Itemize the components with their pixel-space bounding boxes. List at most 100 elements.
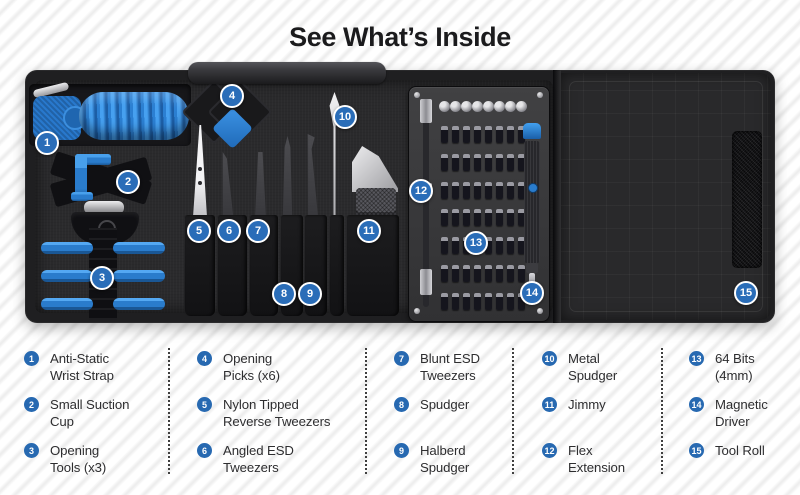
- legend-label: Jimmy: [568, 397, 606, 412]
- opening-tool: [113, 242, 165, 254]
- legend-number-badge: 10: [542, 351, 557, 366]
- bit: [441, 292, 448, 310]
- callout-11: 11: [357, 219, 381, 243]
- legend-number-badge: 8: [394, 397, 409, 412]
- bit: [463, 126, 470, 144]
- legend-number-badge: 9: [394, 443, 409, 458]
- callout-13: 13: [464, 231, 488, 255]
- legend-label: 64 Bits (4mm): [715, 351, 755, 383]
- legend-item-2: 2 Small Suction Cup: [24, 396, 129, 430]
- legend-item-4: 4 Opening Picks (x6): [197, 350, 280, 384]
- flap-stitching: [569, 81, 763, 312]
- opening-tool: [113, 270, 165, 282]
- metal-spudger: [329, 92, 340, 217]
- bit: [485, 264, 492, 282]
- bit: [507, 237, 514, 255]
- legend-number-badge: 6: [197, 443, 212, 458]
- legend-label: Magnetic Driver: [715, 397, 768, 429]
- legend-label: Opening Picks (x6): [223, 351, 280, 383]
- spudger: [282, 136, 293, 217]
- bit: [496, 181, 503, 199]
- bit: [452, 292, 459, 310]
- opening-tool: [41, 270, 93, 282]
- bit: [452, 181, 459, 199]
- callout-15: 15: [734, 281, 758, 305]
- bit: [452, 237, 459, 255]
- callout-4: 4: [220, 84, 244, 108]
- driver-handle: [524, 141, 540, 263]
- bit: [485, 181, 492, 199]
- legend-number-badge: 13: [689, 351, 704, 366]
- small-suction-cup-handle: [75, 154, 87, 200]
- flex-extension-end: [420, 99, 432, 123]
- bit: [463, 209, 470, 227]
- bit-head: [494, 101, 505, 113]
- tweezer-rivet: [198, 167, 202, 171]
- bit: [485, 153, 492, 171]
- bit-tray: [408, 86, 550, 322]
- driver-logo: [528, 183, 538, 193]
- callout-9: 9: [298, 282, 322, 306]
- bit: [463, 264, 470, 282]
- bit: [441, 264, 448, 282]
- bit: [463, 292, 470, 310]
- bit: [474, 153, 481, 171]
- bit: [485, 126, 492, 144]
- jimmy-handle: [356, 188, 396, 220]
- case-fold-seam: [553, 70, 561, 323]
- bit: [507, 126, 514, 144]
- halberd-spudger: [307, 134, 319, 217]
- callout-1: 1: [35, 131, 59, 155]
- angled-esd-tweezers: [222, 152, 234, 217]
- bit: [474, 126, 481, 144]
- callout-14: 14: [520, 281, 544, 305]
- legend-label: Nylon Tipped Reverse Tweezers: [223, 397, 331, 429]
- bit: [507, 264, 514, 282]
- tweezer-rivet: [198, 181, 202, 185]
- blunt-esd-tweezers: [255, 152, 266, 217]
- legend-label: Metal Spudger: [568, 351, 618, 383]
- bit: [474, 264, 481, 282]
- bit: [452, 126, 459, 144]
- tool-pocket: [329, 215, 344, 316]
- bit: [496, 237, 503, 255]
- callout-6: 6: [217, 219, 241, 243]
- bit-head: [439, 101, 450, 113]
- legend-item-15: 15 Tool Roll: [689, 442, 765, 459]
- legend-divider: [168, 348, 170, 474]
- bit: [441, 209, 448, 227]
- legend-number-badge: 7: [394, 351, 409, 366]
- bit: [441, 237, 448, 255]
- flex-extension-end: [420, 269, 432, 295]
- bit: [507, 153, 514, 171]
- bit: [474, 181, 481, 199]
- legend-divider: [365, 348, 367, 474]
- legend-number-badge: 4: [197, 351, 212, 366]
- bit-head: [516, 101, 527, 113]
- page-title: See What’s Inside: [289, 22, 511, 52]
- bit: [463, 153, 470, 171]
- legend-item-6: 6 Angled ESD Tweezers: [197, 442, 294, 476]
- bit-head: [472, 101, 483, 113]
- callout-3: 3: [90, 266, 114, 290]
- tray-screw: [537, 92, 543, 98]
- bit: [474, 209, 481, 227]
- bit: [518, 292, 525, 310]
- legend-number-badge: 14: [689, 397, 704, 412]
- toolkit-case: [25, 70, 775, 323]
- tray-screw: [537, 308, 543, 314]
- bit: [485, 209, 492, 227]
- wrist-strap-coil-cable: [79, 92, 189, 140]
- bit: [507, 209, 514, 227]
- bit: [518, 153, 525, 171]
- small-suction-cup-handle: [71, 192, 93, 201]
- legend-label: Small Suction Cup: [50, 397, 130, 429]
- legend-divider: [661, 348, 663, 474]
- flex-extension-shaft: [423, 101, 429, 307]
- bit: [496, 153, 503, 171]
- legend-label: Angled ESD Tweezers: [223, 443, 294, 475]
- bit-head: [505, 101, 516, 113]
- bit: [518, 264, 525, 282]
- legend-number-badge: 5: [197, 397, 212, 412]
- small-suction-cup-handle: [75, 154, 111, 165]
